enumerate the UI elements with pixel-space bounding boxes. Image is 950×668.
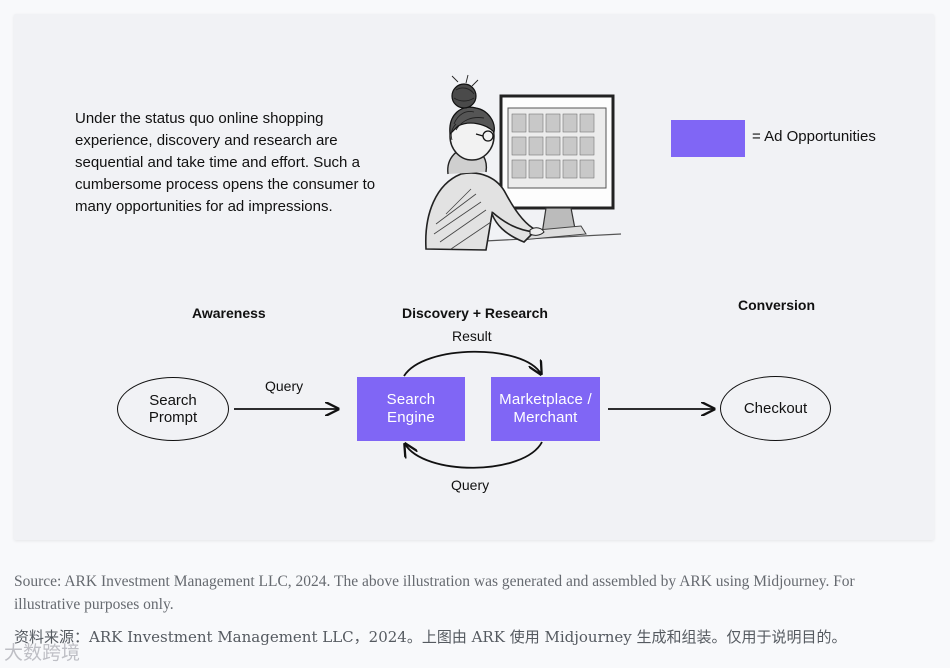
node-search-engine: Search Engine <box>357 377 465 441</box>
watermark: 大数跨境 <box>4 642 81 664</box>
intro-text: Under the status quo online shopping exp… <box>75 110 376 215</box>
person-at-computer-sketch-icon <box>425 74 622 251</box>
stage-awareness-title: Awareness <box>192 305 266 321</box>
arrow-query-arc <box>405 442 543 469</box>
stage-conversion-title: Conversion <box>738 297 816 313</box>
source-note-english: Source: ARK Investment Management LLC, 2… <box>14 573 855 613</box>
node-marketplace-merchant: Marketplace / Merchant <box>491 377 600 441</box>
edge-label-result: Result <box>452 328 492 344</box>
node-checkout: Checkout <box>720 376 831 441</box>
legend-swatch <box>671 120 745 157</box>
arrow-result-arc <box>403 350 541 376</box>
legend-label: = Ad Opportunities <box>752 128 876 145</box>
diagram-card: Under the status quo online shopping exp… <box>14 14 934 540</box>
stage-discovery-title: Discovery + Research <box>402 305 548 321</box>
edge-label-query-bottom: Query <box>451 477 490 493</box>
source-note-chinese: 资料来源：ARK Investment Management LLC，2024。… <box>14 628 847 646</box>
flow-connectors <box>234 350 934 469</box>
node-search-prompt: Search Prompt <box>117 377 229 441</box>
edge-label-query-left: Query <box>265 378 304 394</box>
